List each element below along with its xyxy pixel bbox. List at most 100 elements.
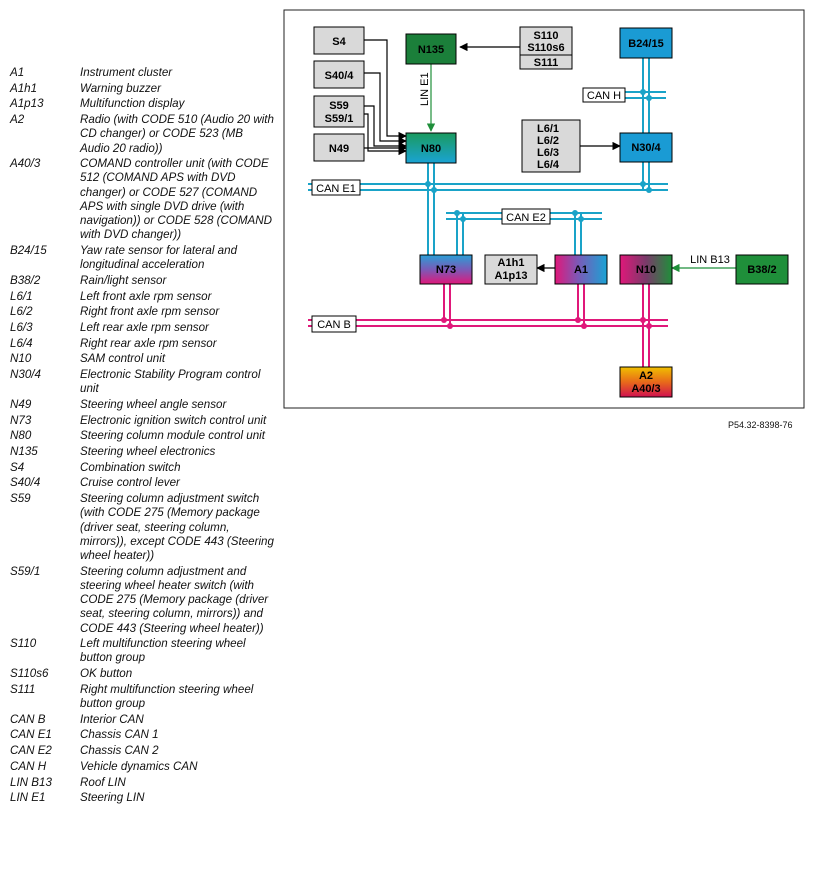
can-e1-bus <box>308 183 668 191</box>
label-b38-2: B38/2 <box>747 264 776 276</box>
diagram-frame <box>283 9 805 409</box>
box-a1: A1 <box>554 254 608 285</box>
switch-wiring <box>364 39 621 273</box>
label-b24-15: B24/15 <box>628 38 663 50</box>
reference-code: P54.32-8398-76 <box>728 420 793 430</box>
text-lin-b13: LIN B13 <box>690 254 730 266</box>
legend-code: A1h1 <box>10 81 38 95</box>
legend-row: S111 Right multifunction steering wheel b… <box>10 683 275 711</box>
box-s59: S59 S59/1 <box>313 95 365 128</box>
legend-row: S59/1 Steering column adjustment and stee… <box>10 565 275 636</box>
label-n30-4: N30/4 <box>631 142 661 154</box>
label-n10: N10 <box>636 264 656 276</box>
legend-code: CAN H <box>10 759 47 773</box>
legend-row: A1h1 Warning buzzer <box>10 82 275 96</box>
legend-description: Electronic ignition switch control unit <box>80 413 267 427</box>
box-n135: N135 <box>405 33 457 65</box>
legend-description: Left rear axle rpm sensor <box>80 320 209 334</box>
legend-row: B24/15 Yaw rate sensor for lateral and lo… <box>10 244 275 272</box>
bus-label-can-b: CAN B <box>311 315 357 333</box>
legend-code: A1 <box>10 66 25 79</box>
legend-code: N80 <box>10 429 32 443</box>
legend-code: B38/2 <box>10 273 41 287</box>
legend-code: S110 <box>10 637 37 651</box>
label-s59-1: S59/1 <box>325 113 354 125</box>
label-n135: N135 <box>418 44 444 56</box>
label-s59: S59 <box>329 100 349 112</box>
box-a2: A2 A40/3 <box>619 366 673 398</box>
label-s110: S110 <box>533 30 558 42</box>
box-a1h1: A1h1 A1p13 <box>484 254 538 285</box>
text-can-h: CAN H <box>587 90 621 102</box>
legend-code: L6/2 <box>10 305 33 319</box>
label-a1h1: A1h1 <box>498 257 525 269</box>
legend-code: L6/1 <box>10 289 33 303</box>
legend-row: L6/4 Right rear axle rpm sensor <box>10 337 275 351</box>
legend-row: CAN B Interior CAN <box>10 713 275 727</box>
legend-description: Steering column adjustment switch (with … <box>80 492 274 562</box>
label-n80: N80 <box>421 143 441 155</box>
legend-code: LIN B13 <box>10 775 52 789</box>
legend-code: N73 <box>10 413 32 427</box>
legend-code: S40/4 <box>10 476 41 490</box>
label-l6-1: L6/1 <box>537 123 559 135</box>
legend-code: S110s6 <box>10 667 49 681</box>
legend-code: B24/15 <box>10 243 47 257</box>
box-n73: N73 <box>419 254 473 285</box>
box-b24-15: B24/15 <box>619 27 673 59</box>
label-l6-2: L6/2 <box>537 135 559 147</box>
legend-code: S111 <box>10 682 36 696</box>
legend-code: N49 <box>10 397 32 411</box>
legend-code: CAN E1 <box>10 728 52 742</box>
label-s110s6: S110s6 <box>527 42 564 54</box>
legend-description: Right multifunction steering wheel butto… <box>80 682 254 711</box>
legend-description: Left multifunction steering wheel button… <box>80 637 246 665</box>
box-l6: L6/1 L6/2 L6/3 L6/4 <box>521 119 581 173</box>
label-s111: S111 <box>534 57 558 69</box>
legend-description: Vehicle dynamics CAN <box>80 759 198 773</box>
bus-label-can-e2: CAN E2 <box>501 208 551 225</box>
legend-description: Steering wheel angle sensor <box>80 397 227 411</box>
legend-code: CAN B <box>10 712 46 726</box>
box-n30-4: N30/4 <box>619 132 673 163</box>
box-s40-4: S40/4 <box>313 60 365 89</box>
label-a40-3: A40/3 <box>631 383 660 395</box>
legend-description: Multifunction display <box>80 97 185 111</box>
box-s110: S110 S110s6 S111 <box>519 26 573 70</box>
text-can-b: CAN B <box>317 319 351 331</box>
legend-description: Radio (with CODE 510 (Audio 20 with CD c… <box>80 113 274 155</box>
box-n10: N10 <box>619 254 673 285</box>
legend-description: Yaw rate sensor for lateral and longitud… <box>80 243 238 272</box>
legend-code: A2 <box>10 113 25 127</box>
legend-code: L6/4 <box>10 336 33 350</box>
legend-description: Warning buzzer <box>80 81 161 95</box>
legend-description: Steering column adjustment and steering … <box>80 564 269 635</box>
legend-description: Chassis CAN 2 <box>80 744 159 758</box>
legend-description: COMAND controller unit (with CODE 512 (C… <box>80 157 272 242</box>
legend-description: Steering column module control unit <box>80 429 265 443</box>
can-b-bus <box>308 284 668 367</box>
legend-description: Interior CAN <box>80 712 144 726</box>
legend-description: Combination switch <box>80 460 181 474</box>
legend-code: N30/4 <box>10 368 41 382</box>
legend-code: CAN E2 <box>10 744 52 758</box>
label-n73: N73 <box>436 264 456 276</box>
lin-wiring <box>426 64 736 273</box>
legend-row: N49 Steering wheel angle sensor <box>10 398 275 412</box>
legend-code: S59/1 <box>10 564 41 578</box>
legend-description: Right rear axle rpm sensor <box>80 336 217 350</box>
legend-code: LIN E1 <box>10 791 46 805</box>
text-can-e1: CAN E1 <box>316 183 356 195</box>
box-n80: N80 <box>405 132 457 164</box>
junction-dots-blue <box>425 89 652 222</box>
